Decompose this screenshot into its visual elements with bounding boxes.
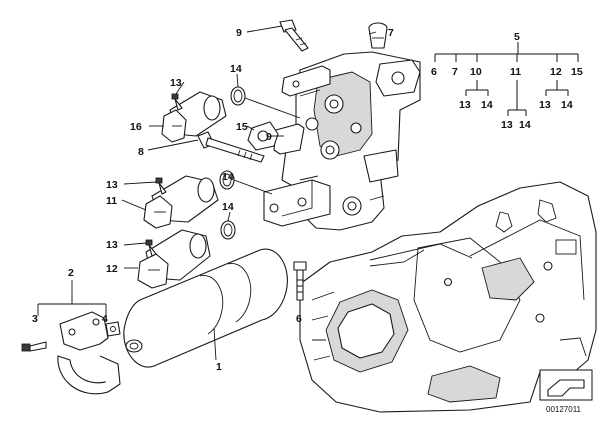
bolt-9-top [279,19,309,52]
callout-14-top: 14 [230,63,242,75]
kit-child-11: 11 [510,66,521,78]
screw-3 [21,341,47,352]
kit-child-7: 7 [452,66,458,78]
callout-7-top: 7 [388,27,394,39]
callout-16: 16 [130,121,142,133]
bolt-6 [293,261,307,301]
callout-9-mid: 9 [266,131,272,143]
valve-body [263,51,421,231]
callout-6: 6 [296,313,302,325]
part-7-clip [368,22,388,49]
callout-2: 2 [68,267,74,279]
callout-12: 12 [106,263,118,275]
callout-4: 4 [102,313,108,325]
bolt-8 [197,131,265,163]
callout-13-b: 13 [106,179,118,191]
image-code: 00127011 [546,405,582,414]
catalog-badge: 00127011 [539,369,593,414]
callout-14-mid-a: 14 [222,171,234,183]
screw-13-top [171,93,183,111]
callout-11: 11 [106,195,117,207]
callout-3: 3 [32,313,38,325]
kit-tree: 5 6 7 10 11 12 15 13 14 13 14 13 14 [431,31,583,131]
accumulator-1 [123,248,288,368]
callout-8: 8 [138,146,144,158]
kit-11-sub-13: 13 [501,119,513,131]
sensor-15 [247,121,279,151]
screw-13-low [145,239,157,257]
kit-child-6: 6 [431,66,437,78]
solenoid-11 [143,175,219,229]
callout-1: 1 [216,361,222,373]
kit-10-sub-14: 14 [481,99,493,111]
callout-14-mid-b: 14 [222,201,234,213]
callout-13-a: 13 [170,77,182,89]
kit-child-12: 12 [550,66,562,78]
wrench-icon [547,379,585,397]
leader-lines [37,25,377,361]
nut-4 [105,321,121,337]
transmission-housing [299,181,597,413]
kit-12-sub-14: 14 [561,99,573,111]
kit-child-10: 10 [470,66,482,78]
sensor-16 [161,91,227,143]
callout-9-top: 9 [236,27,242,39]
kit-root-5: 5 [514,31,520,43]
kit-10-sub-13: 13 [459,99,471,111]
callout-13-c: 13 [106,239,118,251]
kit-11-sub-14: 14 [519,119,531,131]
clamp-bracket-2 [57,311,121,395]
solenoid-12 [137,229,211,289]
kit-child-15: 15 [571,66,583,78]
screw-13-mid [155,177,167,195]
kit-12-sub-13: 13 [539,99,551,111]
callout-labels: 9 7 14 13 16 15 9 8 13 11 14 14 13 12 6 … [32,27,394,373]
callout-15: 15 [236,121,248,133]
